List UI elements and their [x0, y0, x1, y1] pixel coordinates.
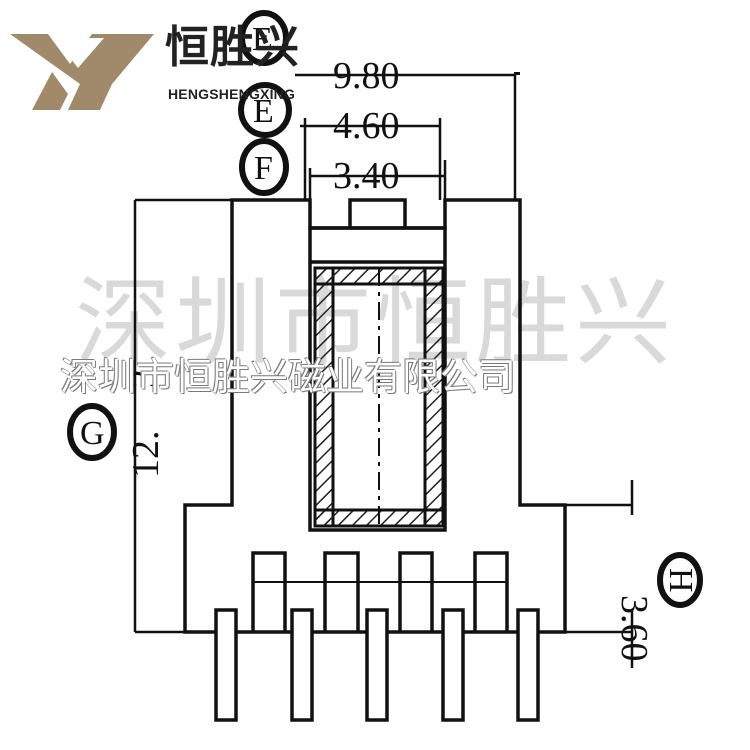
dim-height-suffix: 3	[123, 369, 165, 388]
callout-g	[67, 403, 117, 461]
callout-h	[657, 552, 703, 608]
callout-e-top	[239, 10, 289, 66]
label-f: F	[254, 150, 273, 187]
dim-width-overall: 9.80	[333, 55, 400, 97]
pin-slot-2	[323, 551, 360, 632]
pin-1	[214, 608, 238, 722]
watermark-small: 深圳市恒胜兴磁业有限公司	[60, 355, 517, 399]
label-h: H	[662, 568, 699, 593]
pin-4	[441, 608, 465, 722]
dim-height-overall: 12.	[125, 431, 167, 479]
label-g: G	[80, 415, 105, 452]
watermark-large: 深圳市恒胜兴	[75, 267, 675, 379]
label-e-mid: E	[253, 93, 274, 130]
inner-window	[308, 226, 447, 532]
dim-width-inner: 3.40	[333, 155, 400, 197]
callout-e-mid	[238, 82, 292, 138]
pin-slot-4	[473, 551, 509, 632]
brand-logo-icon	[10, 34, 154, 110]
pin-slot-1	[251, 551, 287, 632]
dim-width-mid: 4.60	[333, 105, 400, 147]
top-notch	[348, 198, 407, 228]
hatched-section	[313, 266, 445, 528]
pin-5	[516, 608, 540, 722]
pin-slot-3	[398, 551, 434, 632]
brand-name-en: HENGSHENGXING	[168, 86, 296, 102]
dim-pin-height: 3.60	[613, 595, 655, 662]
label-e-top: E	[252, 21, 273, 58]
brand-name-cn: 恒胜兴	[165, 22, 300, 73]
pin-2	[290, 608, 314, 722]
callout-f	[239, 138, 289, 196]
pin-3	[365, 608, 389, 722]
